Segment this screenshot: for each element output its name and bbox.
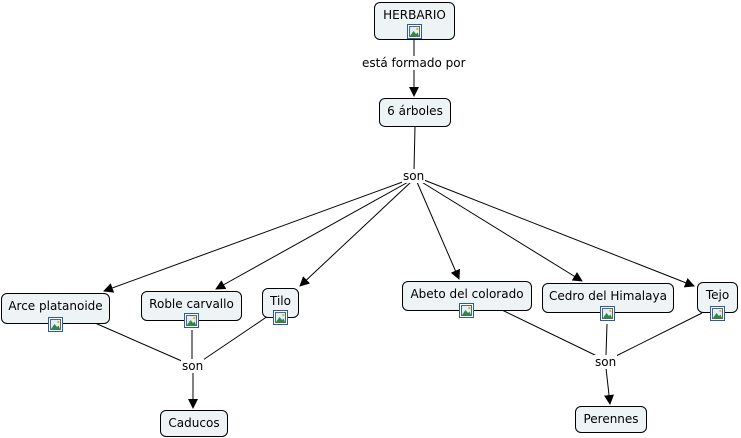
image-resource-icon[interactable] — [184, 313, 199, 328]
edge-cedro-to-son — [605, 323, 608, 356]
image-resource-icon[interactable] — [600, 306, 615, 321]
image-resource-icon[interactable] — [48, 317, 63, 332]
concept-label: Tilo — [270, 294, 291, 308]
concept-perennes[interactable]: Perennes — [575, 406, 647, 433]
image-resource-icon[interactable] — [407, 24, 422, 39]
concept-label: HERBARIO — [383, 8, 446, 22]
concept-6-arboles[interactable]: 6 árboles — [379, 98, 451, 127]
edge-son-to-roble — [215, 180, 411, 290]
concept-label: Tejo — [705, 288, 730, 302]
concept-label: Cedro del Himalaya — [549, 289, 667, 303]
edge-son-to-cedro — [419, 180, 583, 282]
concept-label: Roble carvallo — [149, 297, 234, 311]
edge-son-to-arce — [103, 179, 409, 293]
edge-son-to-perennes — [604, 367, 614, 405]
edge-tilo-to-son — [199, 315, 269, 363]
image-resource-icon[interactable] — [273, 310, 288, 325]
edge-arce-to-son — [94, 322, 185, 363]
link-phrase-son[interactable]: son — [402, 169, 426, 183]
edge-son-to-abeto — [416, 181, 461, 280]
link-phrase-son-perennes[interactable]: son — [594, 355, 618, 369]
link-phrase-esta-formado-por[interactable]: está formado por — [361, 56, 467, 70]
edge-son-to-tilo — [299, 181, 412, 287]
concept-label: Caducos — [168, 416, 220, 430]
edge-6-arboles-to-son — [413, 126, 416, 171]
concept-label: Abeto del colorado — [410, 287, 524, 301]
edge-tejo-to-son — [613, 312, 703, 358]
link-phrase-son-caducos[interactable]: son — [181, 359, 205, 373]
image-resource-icon[interactable] — [459, 303, 474, 318]
image-resource-icon[interactable] — [710, 306, 725, 321]
concept-label: 6 árboles — [387, 104, 443, 118]
concept-cedro-del-himalaya[interactable]: Cedro del Himalaya — [542, 283, 674, 313]
concept-label: Arce platanoide — [8, 299, 103, 313]
edge-abeto-to-son — [501, 309, 600, 358]
concept-label: Perennes — [583, 412, 639, 426]
concept-caducos[interactable]: Caducos — [160, 410, 228, 437]
edge-son-to-tejo — [423, 179, 695, 288]
